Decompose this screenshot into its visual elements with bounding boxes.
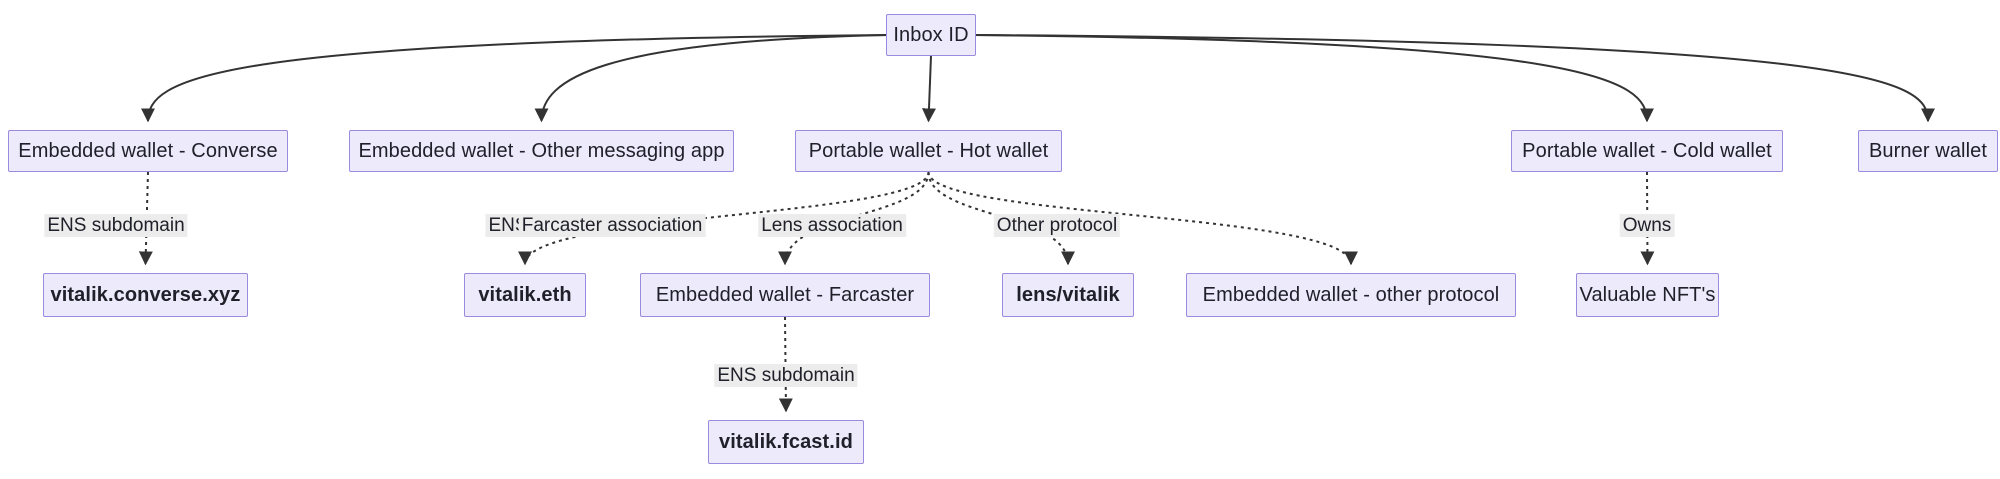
node-lensvitalik[interactable]: lens/vitalik — [1002, 273, 1134, 317]
node-burner[interactable]: Burner wallet — [1858, 130, 1998, 172]
node-fcastid[interactable]: vitalik.fcast.id — [708, 420, 864, 464]
node-farcasterwallet[interactable]: Embedded wallet - Farcaster — [640, 273, 930, 317]
edge-label-l6: Owns — [1619, 214, 1675, 237]
edge-label-l4: Lens association — [758, 214, 906, 237]
node-inbox[interactable]: Inbox ID — [886, 14, 976, 56]
node-hot[interactable]: Portable wallet - Hot wallet — [795, 130, 1062, 172]
node-conv[interactable]: Embedded wallet - Converse — [8, 130, 288, 172]
node-otherproto[interactable]: Embedded wallet - other protocol — [1186, 273, 1516, 317]
edge-label-l1: ENS subdomain — [44, 214, 188, 237]
edge-inbox-to-burner — [973, 34, 1935, 123]
edge-inbox-to-cold — [973, 34, 1654, 123]
node-nfts[interactable]: Valuable NFT's — [1576, 273, 1719, 317]
node-vitalketh[interactable]: vitalik.eth — [464, 273, 586, 317]
node-convxyz[interactable]: vitalik.converse.xyz — [43, 273, 248, 317]
edge-hot-to-otherproto — [927, 171, 1358, 266]
edge-inbox-to-conv — [141, 34, 889, 123]
node-othermsg[interactable]: Embedded wallet - Other messaging app — [349, 130, 734, 172]
edge-label-l3: Farcaster association — [518, 214, 706, 237]
edge-label-l5: Other protocol — [993, 214, 1121, 237]
edge-inbox-to-othermsg — [534, 34, 889, 123]
edge-label-l7: ENS subdomain — [714, 364, 858, 387]
node-cold[interactable]: Portable wallet - Cold wallet — [1511, 130, 1783, 172]
edge-inbox-to-hot — [921, 55, 936, 123]
